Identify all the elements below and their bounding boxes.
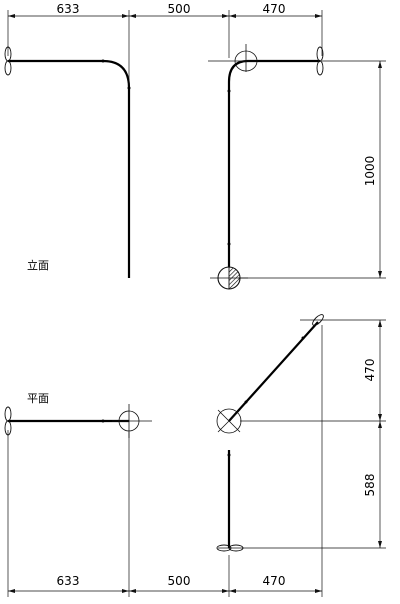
plan-dim-470-bottom: 470 xyxy=(263,574,286,588)
plan-left-post xyxy=(112,404,152,438)
plan-right-dimension-chain xyxy=(378,320,382,548)
plan-bottom-dimension-chain xyxy=(8,589,322,593)
plan-view: 平面 xyxy=(4,314,386,597)
plan-dim-500: 500 xyxy=(168,574,191,588)
elevation-dim-470: 470 xyxy=(263,2,286,16)
plan-corner-post xyxy=(216,408,242,434)
elevation-dim-633: 633 xyxy=(57,2,80,16)
elevation-right-wall-bracket xyxy=(316,46,324,76)
elevation-dim-1000: 1000 xyxy=(363,156,377,187)
elevation-left-rail xyxy=(8,59,131,278)
elevation-view: 633 500 470 xyxy=(4,2,386,290)
elevation-height-dimension xyxy=(238,60,386,279)
elevation-dim-500: 500 xyxy=(168,2,191,16)
elevation-corner-post xyxy=(208,44,258,72)
plan-dim-633: 633 xyxy=(57,574,80,588)
plan-dim-470: 470 xyxy=(363,359,377,382)
plan-extension-lines xyxy=(7,319,386,597)
elevation-top-dimension-chain xyxy=(7,10,323,90)
plan-label: 平面 xyxy=(27,392,49,405)
elevation-label: 立面 xyxy=(27,258,49,272)
plan-diagonal-rail xyxy=(228,321,319,422)
elevation-left-wall-bracket xyxy=(4,46,12,76)
elevation-right-rail xyxy=(227,59,320,268)
plan-dim-588: 588 xyxy=(363,474,377,497)
plan-diagonal-wall-bracket xyxy=(312,314,324,326)
